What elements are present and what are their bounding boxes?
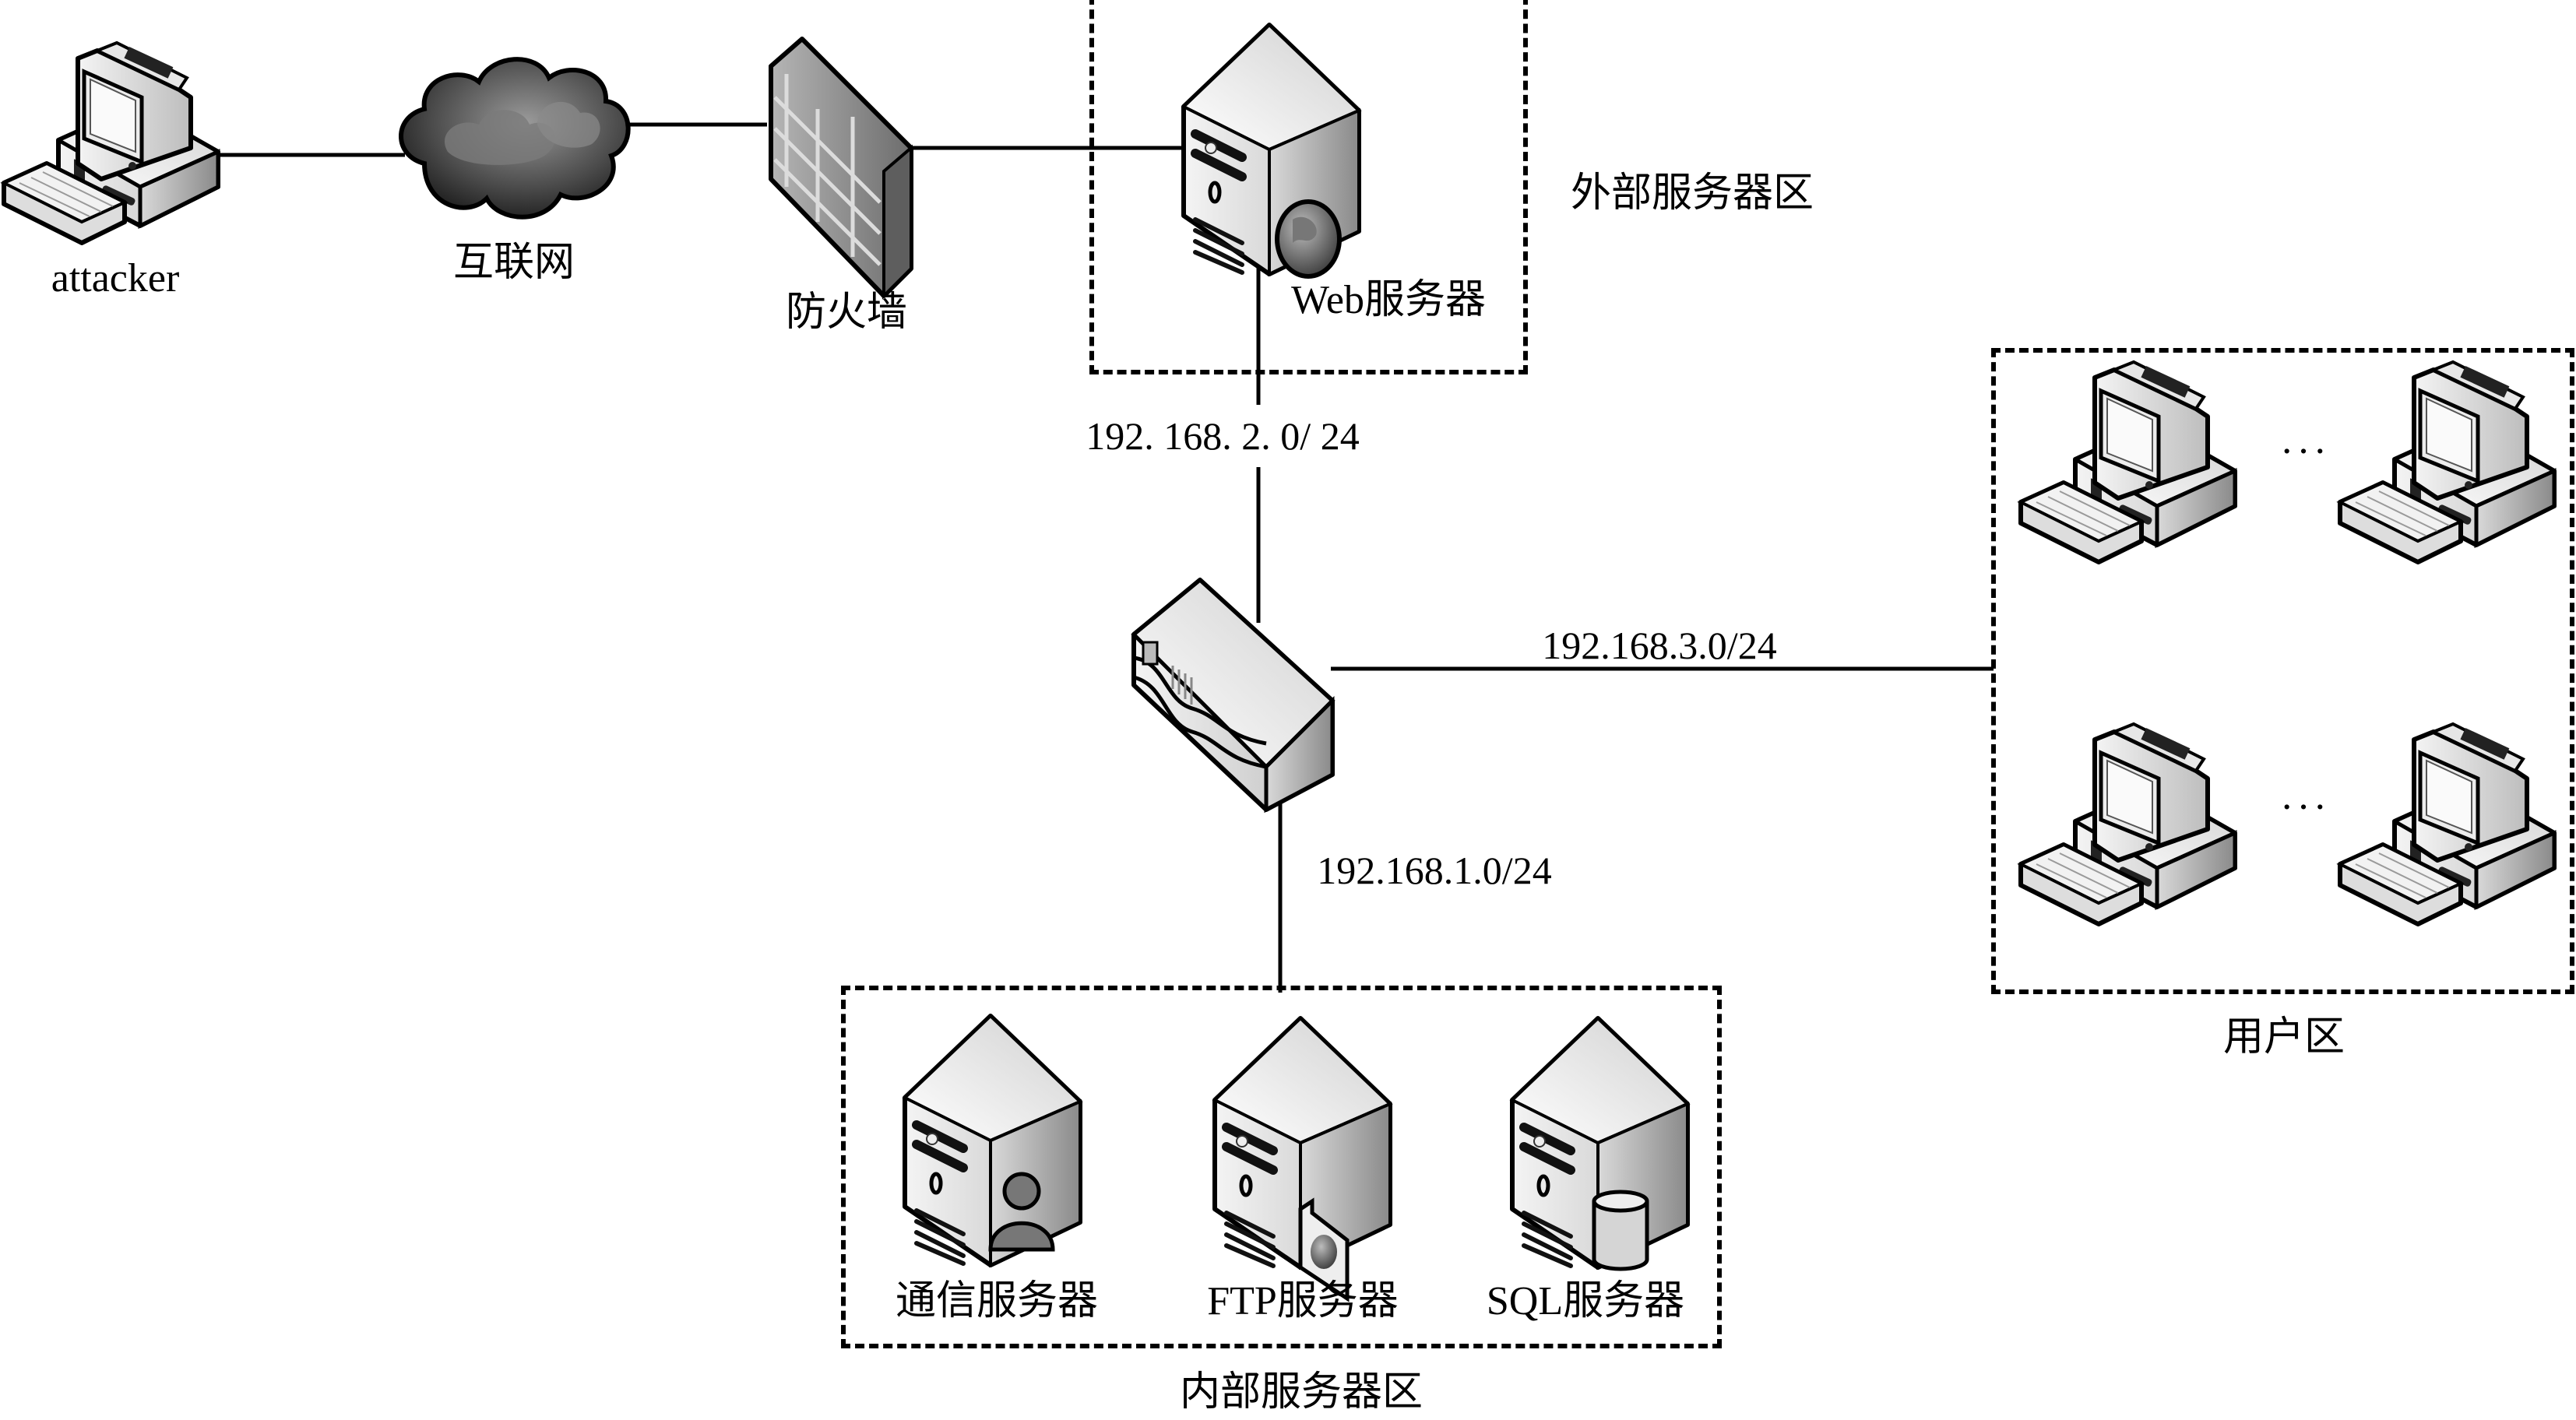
external-zone-label: 外部服务器区: [1570, 171, 1814, 216]
ftp-server-icon: [1215, 1018, 1390, 1302]
firewall-icon: [769, 37, 913, 300]
subnet-1-label: 192.168.1.0/24: [1317, 849, 1552, 892]
more-users-ellipsis: ···: [2280, 429, 2330, 474]
web-server-label: Web服务器: [1291, 278, 1486, 322]
web-server-icon: [1184, 25, 1359, 279]
firewall-label: 防火墙: [785, 290, 908, 335]
internet-cloud-icon: [399, 57, 631, 220]
comm-server-icon: [905, 1016, 1080, 1265]
internet-label: 互联网: [452, 241, 575, 285]
user-icon: [988, 1172, 1055, 1252]
database-icon: [1592, 1190, 1649, 1271]
globe-icon: [1275, 199, 1342, 279]
sql-server-label: SQL服务器: [1486, 1279, 1685, 1323]
attacker-label: attacker: [51, 256, 180, 301]
comm-server-label: 通信服务器: [895, 1279, 1099, 1323]
file-globe-icon: [1298, 1197, 1350, 1302]
router-icon: [1131, 577, 1336, 814]
sql-server-icon: [1512, 1018, 1687, 1269]
ftp-server-label: FTP服务器: [1207, 1279, 1399, 1323]
subnet-2-label: 192. 168. 2. 0/ 24: [1081, 410, 1364, 462]
subnet-3-label: 192.168.3.0/24: [1542, 624, 1777, 667]
external-server-zone: [1089, 0, 1528, 374]
attacker-computer-icon: [4, 43, 218, 243]
user-zone: [1991, 348, 2574, 994]
internal-zone-label: 内部服务器区: [1179, 1370, 1423, 1415]
user-zone-label: 用户区: [2222, 1015, 2345, 1060]
internal-server-zone: [841, 986, 1722, 1348]
more-users-ellipsis: ···: [2280, 785, 2330, 830]
